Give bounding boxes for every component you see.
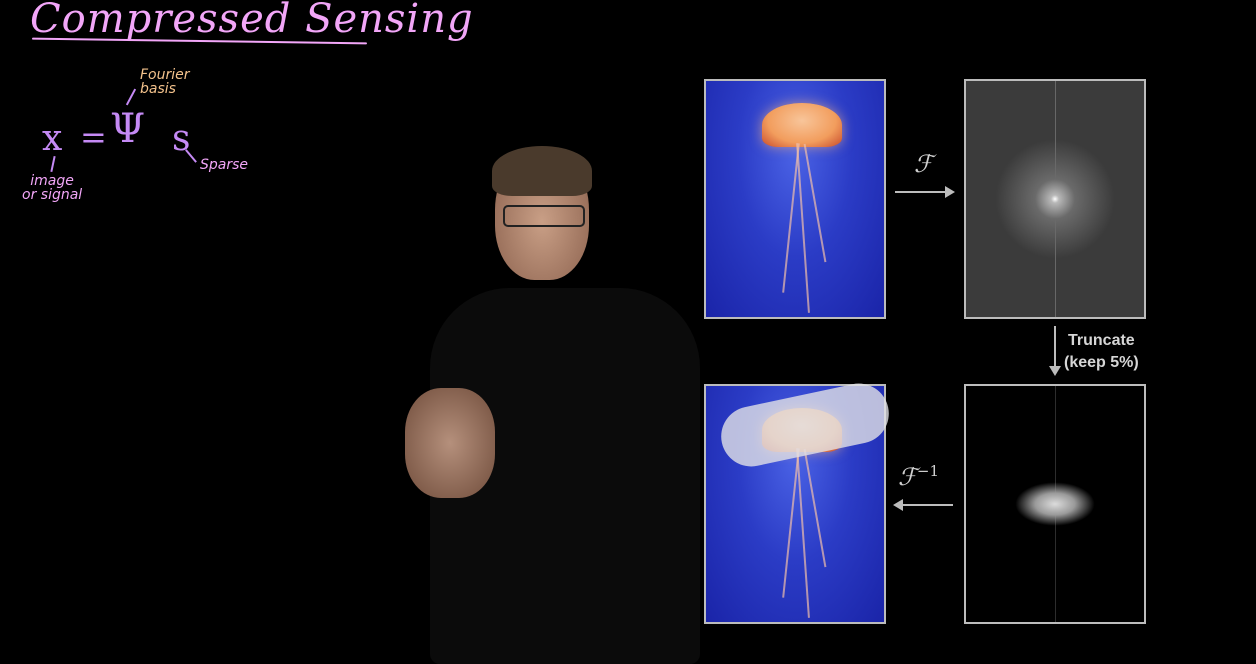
fourier-transform-label: ℱ <box>914 150 933 178</box>
inverse-fourier-label: ℱ−1 <box>898 462 939 491</box>
presenter-glasses <box>503 205 585 227</box>
fourier-spectrum-panel <box>964 79 1146 319</box>
presenter-hair <box>492 146 592 196</box>
equation-equals: = <box>80 118 107 156</box>
spectrum-center <box>985 129 1125 269</box>
truncate-note: (keep 5%) <box>1064 354 1139 371</box>
truncate-arrow <box>1049 326 1061 376</box>
board-title: Compressed Sensing <box>30 0 474 42</box>
truncate-text: Truncate <box>1068 332 1135 349</box>
fourier-basis-note: Fourier basis <box>140 67 190 97</box>
sparse-note: Sparse <box>200 157 249 173</box>
presenter-hand <box>405 388 495 498</box>
original-image-panel <box>704 79 886 319</box>
equation-psi: Ψ <box>110 106 146 152</box>
annotation-line-psi <box>125 88 137 106</box>
equation-s: s <box>172 118 191 159</box>
jellyfish-bell <box>762 103 842 147</box>
inverse-arrow <box>893 499 953 511</box>
truncate-label: Truncate (keep 5%) <box>1064 330 1139 374</box>
jellyfish-tentacle <box>803 143 827 263</box>
jellyfish-tentacle <box>803 448 827 568</box>
truncated-spectrum-panel <box>964 384 1146 624</box>
image-or-signal-note: image or signal <box>22 173 83 203</box>
equation-x: x <box>42 118 63 159</box>
truncated-coefficients <box>1015 482 1095 526</box>
forward-arrow <box>895 186 955 198</box>
inverse-op-superscript: −1 <box>916 462 939 480</box>
inverse-op-symbol: ℱ <box>898 463 917 491</box>
